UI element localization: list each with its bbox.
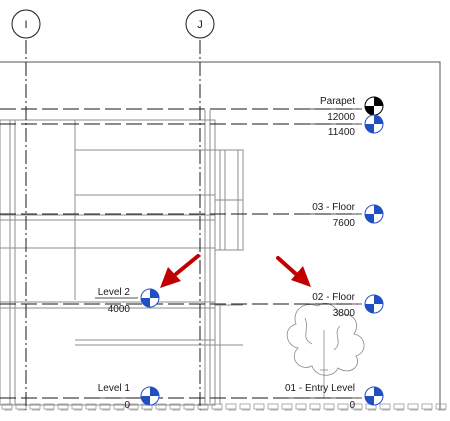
crop-region[interactable] xyxy=(0,61,441,410)
level-name-level-1[interactable]: Level 1 xyxy=(98,383,131,394)
level-elevation-level-1[interactable]: 0 xyxy=(124,400,130,411)
level-elevation-01-entry[interactable]: 0 xyxy=(349,400,355,411)
level-head-icon[interactable] xyxy=(364,114,384,134)
level-elevation-03-floor[interactable]: 7600 xyxy=(333,218,356,229)
grid-bubble[interactable] xyxy=(11,9,41,39)
level-head-icon[interactable] xyxy=(364,204,384,224)
red-arrow-icon xyxy=(276,256,311,287)
building-structure xyxy=(0,110,244,406)
grid-I[interactable]: I xyxy=(11,9,41,410)
grid-bubble[interactable] xyxy=(185,9,215,39)
grid-J[interactable]: J xyxy=(185,9,215,410)
red-arrow-icon xyxy=(160,254,200,288)
ground-pattern xyxy=(1,403,447,411)
level-head-icon[interactable] xyxy=(364,294,384,314)
level-elevation-11400[interactable]: 11400 xyxy=(328,127,356,138)
level-name-parapet[interactable]: Parapet xyxy=(320,96,355,107)
level-head-icon[interactable] xyxy=(140,386,160,406)
level-name-level-2[interactable]: Level 2 xyxy=(98,287,131,298)
grid-label: I xyxy=(24,19,27,31)
tree-entourage-icon xyxy=(286,302,365,398)
level-name-02-floor[interactable]: 02 - Floor xyxy=(312,292,355,303)
level-head-icon[interactable] xyxy=(140,288,160,308)
level-name-03-floor[interactable]: 03 - Floor xyxy=(312,202,355,213)
grid-label: J xyxy=(197,19,203,31)
level-elevation-level-2[interactable]: 4000 xyxy=(108,304,131,315)
level-head-icon[interactable] xyxy=(364,386,384,406)
level-elevation-parapet[interactable]: 12000 xyxy=(327,112,355,123)
level-elevation-02-floor[interactable]: 3800 xyxy=(333,308,356,319)
level-name-01-entry[interactable]: 01 - Entry Level xyxy=(285,383,355,394)
level-head-icon[interactable] xyxy=(364,96,384,116)
level-lines[interactable] xyxy=(0,108,358,399)
